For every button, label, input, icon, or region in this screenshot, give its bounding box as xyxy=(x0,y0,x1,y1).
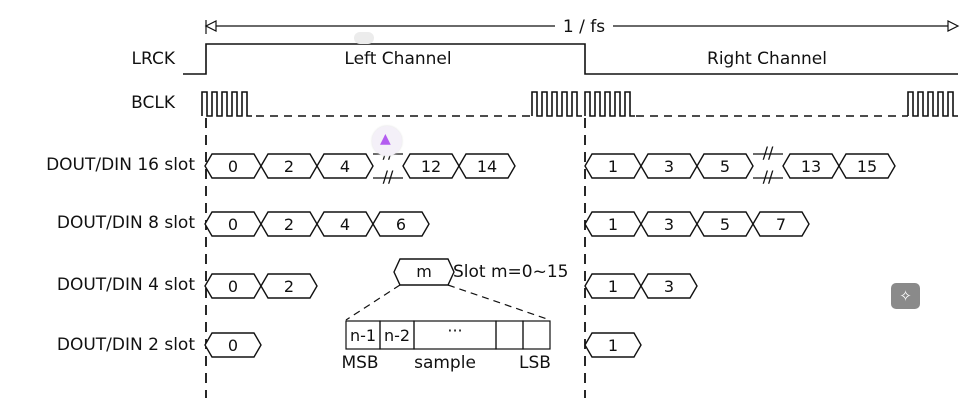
bit-ellipsis-label: ··· xyxy=(447,321,462,340)
slot2-label: DOUT/DIN 2 slot xyxy=(57,335,195,355)
s16-left-slot-2-label: 2 xyxy=(284,157,294,176)
s16-right-slot-15: 15 xyxy=(838,153,896,179)
s16-left-slot-0-label: 0 xyxy=(228,157,238,176)
s4-left-slot-2-label: 2 xyxy=(284,277,294,296)
s8-right-slot-7: 7 xyxy=(752,211,810,237)
slot-detail-cell-label: m xyxy=(416,262,432,281)
s8-left-slot-4: 4 xyxy=(316,211,374,237)
s4-right-slot-3: 3 xyxy=(640,273,698,299)
s8-left-slot-0: 0 xyxy=(204,211,262,237)
s16-right-slot-13-label: 13 xyxy=(801,157,821,176)
s8-left-slot-2-label: 2 xyxy=(284,215,294,234)
s16-right-slot-13: 13 xyxy=(782,153,840,179)
s2-left-slot-0: 0 xyxy=(204,332,262,358)
s8-right-slot-5-label: 5 xyxy=(720,215,730,234)
zoom-line-right xyxy=(447,284,551,321)
s16-right-slot-5: 5 xyxy=(696,153,754,179)
zoom-line-left xyxy=(345,284,401,321)
bit-n1-label: n-1 xyxy=(350,326,376,345)
bclk-pulses-left-start xyxy=(201,91,252,117)
slot-detail: m Slot m=0~15 n-1 n-2 ··· MSB sample LSB xyxy=(341,258,568,373)
s8-right-slot-3: 3 xyxy=(640,211,698,237)
lsb-label: LSB xyxy=(519,353,551,373)
s8-left-slot-6-label: 6 xyxy=(396,215,406,234)
app-logo-icon[interactable]: ▲ xyxy=(372,126,402,156)
s16-left-slot-2: 2 xyxy=(260,153,318,179)
s16-left-slot-4-label: 4 xyxy=(340,157,350,176)
sample-label: sample xyxy=(414,353,476,373)
s8-left-slot-0-label: 0 xyxy=(228,215,238,234)
s8-right-slot-3-label: 3 xyxy=(664,215,674,234)
s8-right-slot-5: 5 xyxy=(696,211,754,237)
s16-right-slot-1: 1 xyxy=(584,153,642,179)
bclk-pulses-left-end xyxy=(531,91,582,117)
s16-left-slot-0: 0 xyxy=(204,153,262,179)
s8-left-slot-6: 6 xyxy=(372,211,430,237)
s8-left-slot-2: 2 xyxy=(260,211,318,237)
s4-right-slot-1-label: 1 xyxy=(608,277,618,296)
s16-left-slot-14-label: 14 xyxy=(477,157,497,176)
s4-right-slot-1: 1 xyxy=(584,273,642,299)
svg-text://: // xyxy=(383,167,394,186)
s4-left-slot-0: 0 xyxy=(204,273,262,299)
s8-left-slot-4-label: 4 xyxy=(340,215,350,234)
slot16-label: DOUT/DIN 16 slot xyxy=(46,155,195,175)
s16-left-slot-4: 4 xyxy=(316,153,374,179)
period-label: 1 / fs xyxy=(563,17,605,37)
svg-text://: // xyxy=(763,143,774,162)
bclk-waveform xyxy=(201,91,958,117)
right-channel-label: Right Channel xyxy=(707,49,827,69)
slot4-label: DOUT/DIN 4 slot xyxy=(57,275,195,295)
s16-right-slot-1-label: 1 xyxy=(608,157,618,176)
s2-right-slot-1-label: 1 xyxy=(608,336,618,355)
s16-left-slot-14: 14 xyxy=(458,153,516,179)
svg-text://: // xyxy=(763,167,774,186)
lrck-label: LRCK xyxy=(132,49,176,69)
bit-n2-label: n-2 xyxy=(384,326,410,345)
s16-right-slot-5-label: 5 xyxy=(720,157,730,176)
s16-left-slot-12-label: 12 xyxy=(421,157,441,176)
s8-right-slot-1-label: 1 xyxy=(608,215,618,234)
slot8-label: DOUT/DIN 8 slot xyxy=(57,213,195,233)
s8-right-slot-7-label: 7 xyxy=(776,215,786,234)
period-arrow: 1 / fs xyxy=(204,17,960,37)
s2-left-slot-0-label: 0 xyxy=(228,336,238,355)
s16-right-slot-15-label: 15 xyxy=(857,157,877,176)
bit-box-empty-1 xyxy=(495,320,524,350)
s8-right-slot-1: 1 xyxy=(584,211,642,237)
background-speck xyxy=(354,32,374,44)
s16-right-slot-3-label: 3 xyxy=(664,157,674,176)
magic-wand-icon[interactable]: ✧ xyxy=(891,283,920,309)
s4-right-slot-3-label: 3 xyxy=(664,277,674,296)
s4-left-slot-2: 2 xyxy=(260,273,318,299)
bit-box-lsb xyxy=(522,320,551,350)
left-channel-label: Left Channel xyxy=(344,49,451,69)
bclk-pulses-right-start xyxy=(584,91,635,117)
s2-right-slot-1: 1 xyxy=(584,332,642,358)
s4-left-slot-0-label: 0 xyxy=(228,277,238,296)
slot-detail-caption: Slot m=0~15 xyxy=(453,262,568,282)
s16-left-slot-12: 12 xyxy=(402,153,460,179)
lrck-waveform xyxy=(183,43,958,75)
s16-right-slot-3: 3 xyxy=(640,153,698,179)
s16-right-break: // // xyxy=(753,143,783,186)
bclk-pulses-right-end xyxy=(907,91,958,117)
msb-label: MSB xyxy=(341,353,378,373)
bclk-label: BCLK xyxy=(131,93,176,113)
